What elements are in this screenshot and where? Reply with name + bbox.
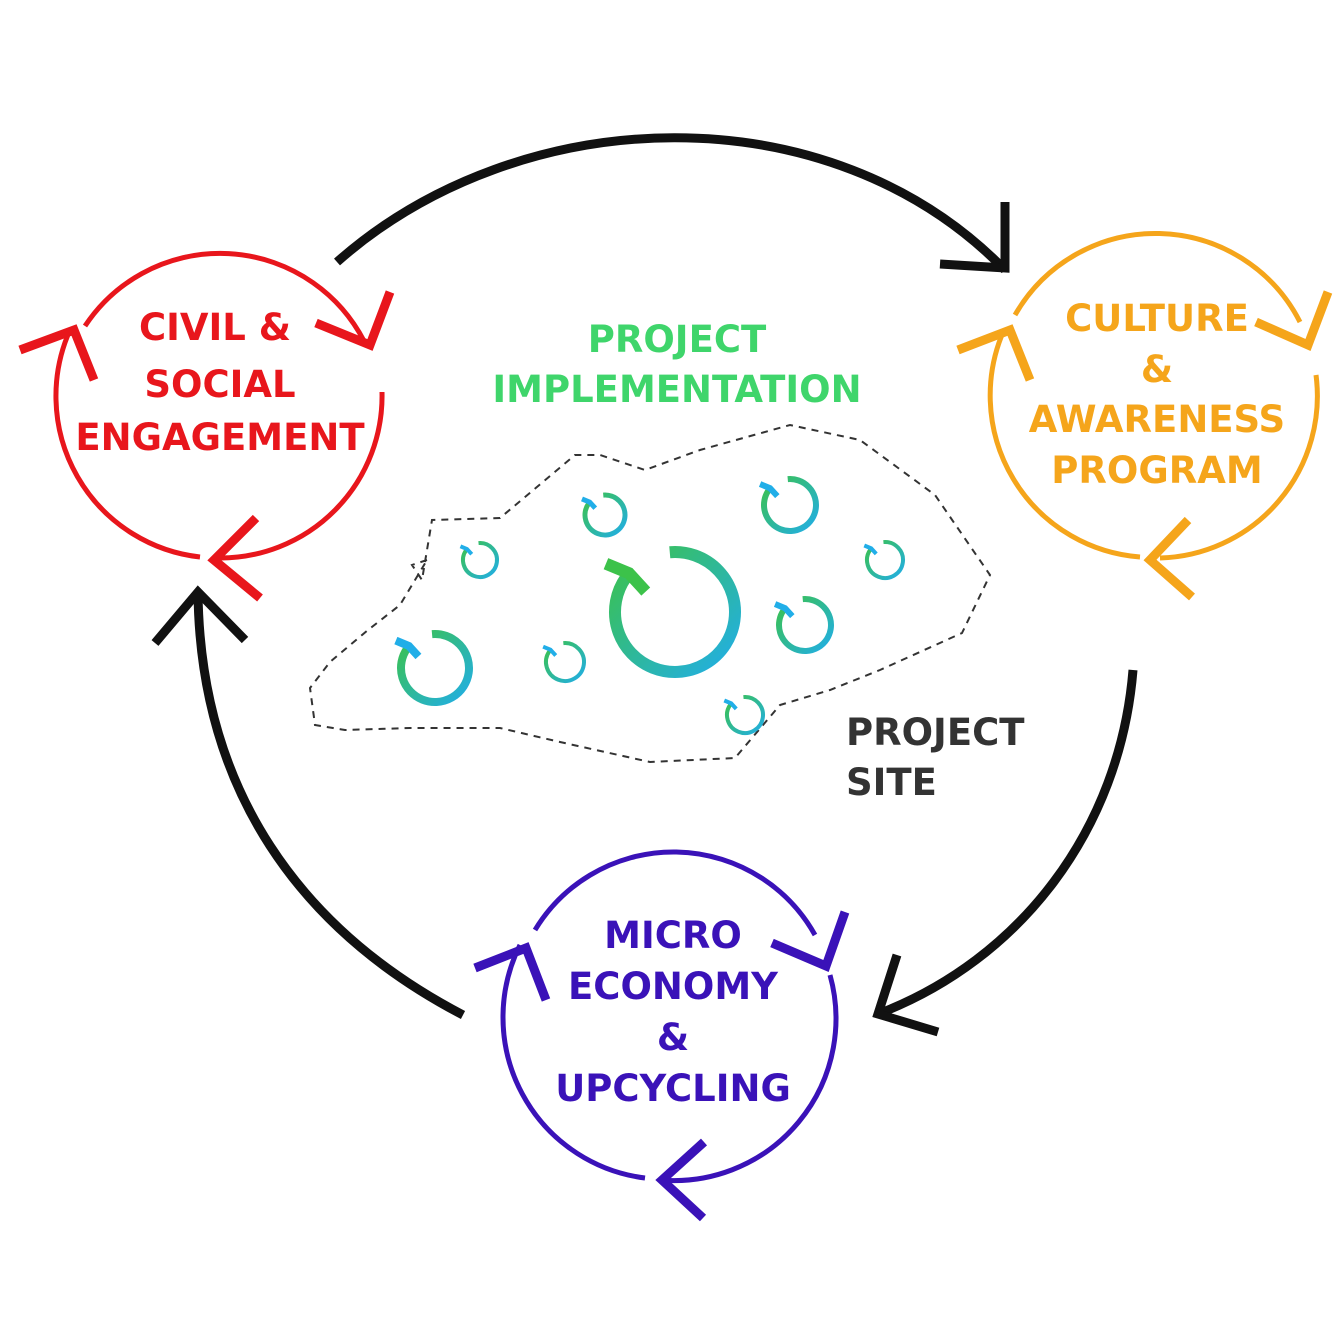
site-line-1: PROJECT: [846, 711, 1025, 754]
cycle-icon: [758, 476, 819, 534]
cycle-arrowhead-icon: [542, 644, 558, 657]
arrow-culture-to-micro: [876, 669, 1138, 1019]
cycle-arc: [761, 476, 819, 534]
cycle-arc: [609, 546, 741, 678]
culture-arrowhead-icon: [1254, 290, 1333, 352]
micro-node: MICRO ECONOMY & UPCYCLING: [473, 849, 850, 1222]
implementation-label: PROJECT IMPLEMENTATION: [492, 318, 861, 411]
micro-line-3: &: [657, 1016, 689, 1059]
culture-arrowhead-icon: [1143, 516, 1195, 601]
micro-arrowhead-icon: [770, 910, 850, 973]
micro-line-4: UPCYCLING: [555, 1067, 791, 1110]
refresh-cycle-icon: [603, 546, 741, 678]
culture-line-2: &: [1141, 348, 1173, 391]
implementation-line-1: PROJECT: [588, 318, 767, 361]
cycle-arrowhead-icon: [394, 636, 422, 660]
civil-line-2: SOCIAL: [144, 363, 295, 406]
civil-line-3: ENGAGEMENT: [75, 416, 365, 459]
civil-circle-arc-left: [53, 328, 201, 560]
project-site-outline: [308, 423, 992, 764]
micro-line-2: ECONOMY: [568, 965, 779, 1008]
cycle-icon: [773, 596, 834, 654]
cycle-arc: [397, 630, 473, 706]
arrow-civil-to-culture: [334, 133, 1009, 274]
cycle-arrowhead-icon: [603, 558, 651, 596]
cycle-icon: [459, 541, 499, 579]
cycle-icon: [723, 695, 765, 735]
micro-circle-arc-top: [532, 849, 818, 937]
cycle-icons: [394, 476, 905, 735]
cycle-icon: [542, 641, 586, 683]
site-label: PROJECT SITE: [846, 711, 1025, 804]
micro-arrowhead-icon: [655, 1138, 708, 1222]
cycle-arc: [776, 596, 834, 654]
implementation-line-2: IMPLEMENTATION: [492, 368, 861, 411]
cycle-arc: [461, 541, 499, 579]
cycle-arc: [582, 492, 628, 538]
civil-node: CIVIL & SOCIAL ENGAGEMENT: [18, 250, 395, 602]
culture-node: CULTURE & AWARENESS PROGRAM: [956, 230, 1333, 601]
cycle-icon: [394, 630, 473, 706]
micro-arrowhead-icon: [473, 942, 551, 1002]
arrowhead-culture-icon: [939, 202, 1010, 273]
arrow-micro-to-civil: [193, 591, 466, 1019]
civil-circle-arc-bottom: [217, 391, 385, 561]
civil-arrowhead-icon: [314, 290, 395, 351]
cycle-arrowhead-icon: [758, 481, 780, 499]
outer-cycle: [151, 133, 1138, 1037]
culture-line-1: CULTURE: [1065, 297, 1249, 340]
culture-circle-arc-top: [1012, 230, 1303, 324]
culture-circle-arc-bottom: [1159, 374, 1320, 561]
site-line-2: SITE: [846, 761, 937, 804]
cycle-arc: [544, 641, 586, 683]
culture-arrowhead-icon: [956, 324, 1035, 382]
civil-line-1: CIVIL &: [139, 306, 291, 349]
cycle-icon: [863, 540, 905, 580]
micro-circle-arc-left: [500, 943, 646, 1181]
civil-arrowhead-icon: [18, 324, 99, 382]
arrowhead-micro-icon: [872, 953, 940, 1037]
arrowhead-civil-icon: [151, 585, 249, 646]
cycle-arc: [865, 540, 905, 580]
micro-line-1: MICRO: [604, 914, 742, 957]
cycle-arrowhead-icon: [863, 543, 878, 556]
cycle-arrowhead-icon: [459, 544, 474, 556]
cycle-arrowhead-icon: [773, 601, 795, 619]
culture-line-3: AWARENESS: [1029, 398, 1285, 441]
micro-circle-arc-bottom: [659, 974, 839, 1184]
civil-circle-arc-top: [82, 250, 367, 343]
cycle-arrowhead-icon: [581, 496, 598, 510]
culture-circle-arc-left: [987, 328, 1141, 560]
cycle-icon: [581, 492, 628, 538]
civil-arrowhead-icon: [207, 514, 263, 602]
cycle-arrowhead-icon: [723, 698, 738, 711]
culture-line-4: PROGRAM: [1051, 449, 1262, 492]
cycle-arc: [725, 695, 765, 735]
